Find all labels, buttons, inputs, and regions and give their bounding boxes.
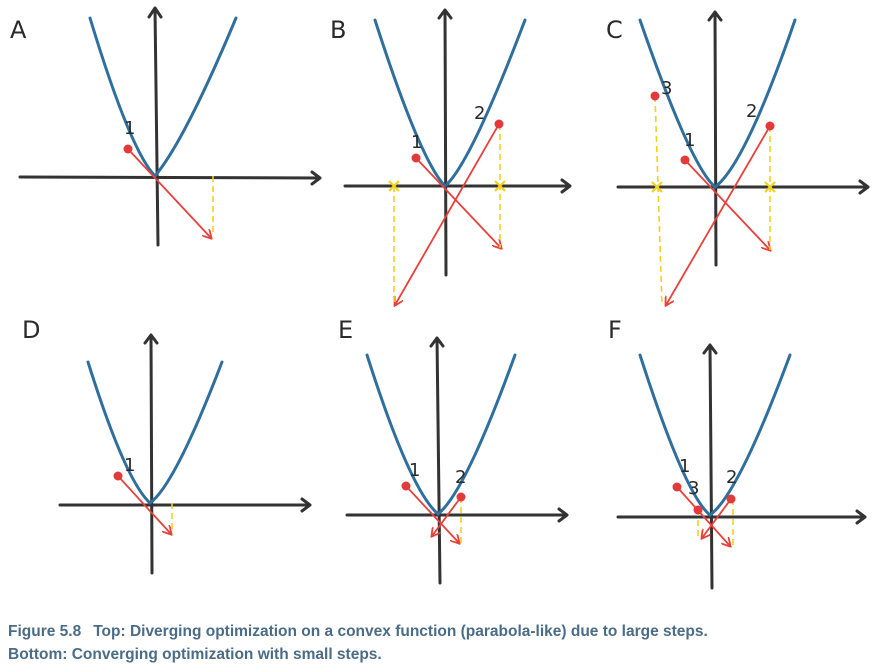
point-label: 3 — [661, 78, 672, 99]
step-arrow — [117, 475, 171, 534]
point-label: 1 — [124, 118, 135, 139]
axes — [616, 10, 870, 267]
step-point — [680, 155, 690, 165]
panel-b: B 1 2 — [330, 8, 572, 305]
step-point — [650, 91, 660, 101]
optimization-figure: A 1 B 1 2 C — [10, 6, 870, 590]
step-point — [401, 481, 411, 491]
panel-letter-b: B — [330, 16, 346, 44]
parabola-curve — [638, 353, 792, 517]
point-label: 2 — [746, 101, 757, 122]
panel-f: F 1 2 3 — [608, 316, 867, 590]
step-arrow-1 — [405, 485, 459, 543]
panel-d: D 1 — [22, 316, 312, 575]
parabola-curve — [373, 18, 527, 189]
parabola-curve — [638, 18, 797, 189]
axes — [343, 8, 572, 277]
axes — [345, 336, 569, 585]
parabola-curve — [88, 16, 238, 179]
point-label: 1 — [409, 460, 420, 481]
axis-tick-mark — [494, 180, 506, 192]
step-arrow-2 — [702, 498, 732, 538]
axis-tick-mark — [764, 181, 776, 193]
point-label: 3 — [688, 478, 699, 499]
caption-line-1: Figure 5.8 Top: Diverging optimization on… — [8, 620, 878, 643]
parabola-curve — [86, 360, 224, 505]
caption-text-bottom: Bottom: Converging optimization with sma… — [8, 646, 382, 663]
caption-text-top: Top: Diverging optimization on a convex … — [93, 623, 708, 640]
panel-letter-e: E — [338, 316, 353, 344]
parabola-curve — [365, 353, 517, 516]
step-arrow-2 — [432, 496, 462, 536]
step-arrow-1 — [684, 159, 770, 250]
projection-guide — [654, 95, 663, 306]
figure-number: Figure 5.8 — [8, 623, 82, 640]
step-point — [123, 144, 133, 154]
step-point — [726, 494, 736, 504]
panel-letter-c: C — [606, 16, 623, 44]
point-label: 1 — [411, 132, 422, 153]
axis-tick-mark — [651, 181, 663, 193]
step-point — [113, 471, 123, 481]
panel-letter-f: F — [608, 316, 622, 344]
point-label: 1 — [124, 455, 135, 476]
step-point — [693, 505, 703, 515]
step-arrow-1 — [676, 486, 730, 546]
step-arrow-2 — [666, 125, 771, 305]
axes — [18, 6, 322, 247]
panel-letter-a: A — [10, 16, 27, 44]
point-label: 1 — [679, 456, 690, 477]
point-label: 2 — [726, 467, 737, 488]
step-point — [672, 482, 682, 492]
panel-letter-d: D — [22, 316, 40, 344]
axes — [58, 333, 312, 575]
step-arrow-1 — [415, 157, 501, 248]
step-point — [456, 492, 466, 502]
step-arrow — [127, 148, 211, 238]
step-point — [494, 119, 504, 129]
panel-c: C 1 2 3 — [606, 10, 870, 306]
panel-a: A 1 — [10, 6, 322, 247]
step-point — [765, 121, 775, 131]
step-point — [411, 153, 421, 163]
axes — [616, 343, 867, 590]
panel-e: E 1 2 — [338, 316, 569, 585]
axis-tick-mark — [388, 180, 400, 192]
figure-caption: Figure 5.8 Top: Diverging optimization on… — [8, 620, 878, 666]
point-label: 1 — [684, 130, 695, 151]
step-arrow-2 — [395, 123, 500, 305]
point-label: 2 — [455, 467, 466, 488]
point-label: 2 — [474, 103, 485, 124]
